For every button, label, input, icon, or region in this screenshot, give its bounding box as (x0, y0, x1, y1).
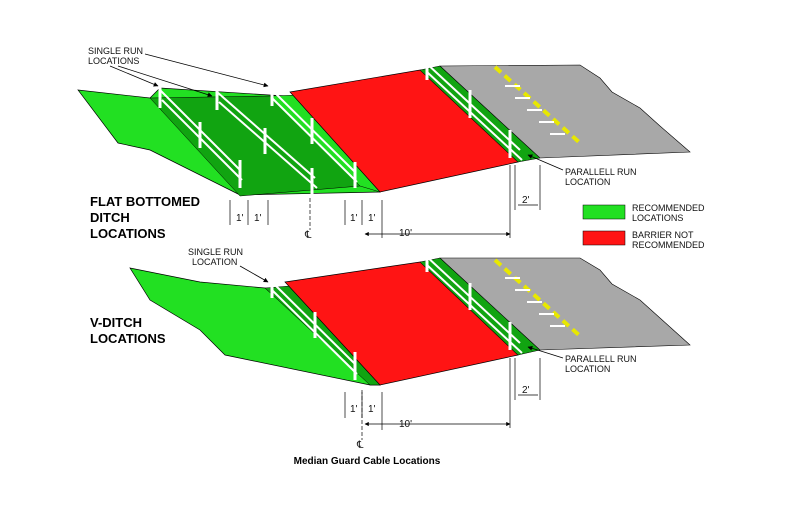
legend-recommended-line1: RECOMMENDED (632, 203, 705, 213)
top-cable-runs (159, 61, 523, 189)
bottom-callout-line1: SINGLE RUN (188, 247, 243, 257)
top-lane-marks (505, 85, 565, 135)
bottom-centerline-symbol: ℄ (356, 440, 364, 451)
bottom-dim-1b: 1' (368, 404, 376, 415)
bottom-heading-line2: LOCATIONS (90, 331, 166, 346)
legend-not-recommended-line2: RECOMMENDED (632, 240, 705, 250)
bottom-parallel-leader (527, 346, 564, 359)
top-posts (158, 50, 512, 194)
top-dim-2: 2' (522, 195, 530, 206)
bottom-lane-marks (505, 277, 565, 327)
top-heading-line2: DITCH (90, 210, 130, 225)
legend-recommended-line2: LOCATIONS (632, 213, 683, 223)
legend-recommended-swatch (582, 204, 626, 220)
top-pavement (439, 64, 691, 159)
bottom-dimensions (344, 358, 541, 440)
top-dim-10: 10' (399, 228, 412, 239)
legend: RECOMMENDED LOCATIONS BARRIER NOT RECOMM… (582, 203, 705, 250)
bottom-dim-10: 10' (399, 419, 412, 430)
top-panel: SINGLE RUN LOCATIONS FLAT BOTTOMED DITCH… (77, 46, 691, 241)
top-parallel-line1: PARALLELL RUN (565, 167, 637, 177)
top-centerline-symbol: ℄ (304, 230, 312, 241)
bottom-callout-line2: LOCATION (192, 257, 237, 267)
bottom-callout-leader (239, 265, 269, 283)
bottom-parallel-line2: LOCATION (565, 364, 610, 374)
top-centerline-stripe (493, 65, 582, 145)
top-dim-1c: 1' (350, 213, 358, 224)
bottom-centerline-stripe (493, 258, 582, 338)
bottom-heading-line1: V-DITCH (90, 315, 142, 330)
bottom-panel: SINGLE RUN LOCATION V-DITCH LOCATIONS PA… (90, 243, 691, 451)
top-callout-leaders (109, 53, 269, 97)
top-dim-1d: 1' (368, 213, 376, 224)
top-dim-1b: 1' (254, 213, 262, 224)
top-parallel-leader (527, 154, 564, 171)
top-dim-1a: 1' (236, 213, 244, 224)
bottom-parallel-line1: PARALLELL RUN (565, 354, 637, 364)
top-dimensions (229, 165, 541, 238)
figure-caption: Median Guard Cable Locations (294, 456, 441, 467)
top-callout-line2: LOCATIONS (88, 56, 139, 66)
bottom-pavement (439, 257, 691, 351)
top-callout-line1: SINGLE RUN (88, 46, 143, 56)
bottom-posts (270, 243, 512, 380)
top-heading-line3: LOCATIONS (90, 226, 166, 241)
bottom-dim-1a: 1' (350, 404, 358, 415)
top-parallel-line2: LOCATION (565, 177, 610, 187)
legend-not-recommended-line1: BARRIER NOT (632, 230, 694, 240)
bottom-dim-2: 2' (522, 385, 530, 396)
legend-not-recommended-swatch (582, 230, 626, 246)
top-heading-line1: FLAT BOTTOMED (90, 194, 200, 209)
